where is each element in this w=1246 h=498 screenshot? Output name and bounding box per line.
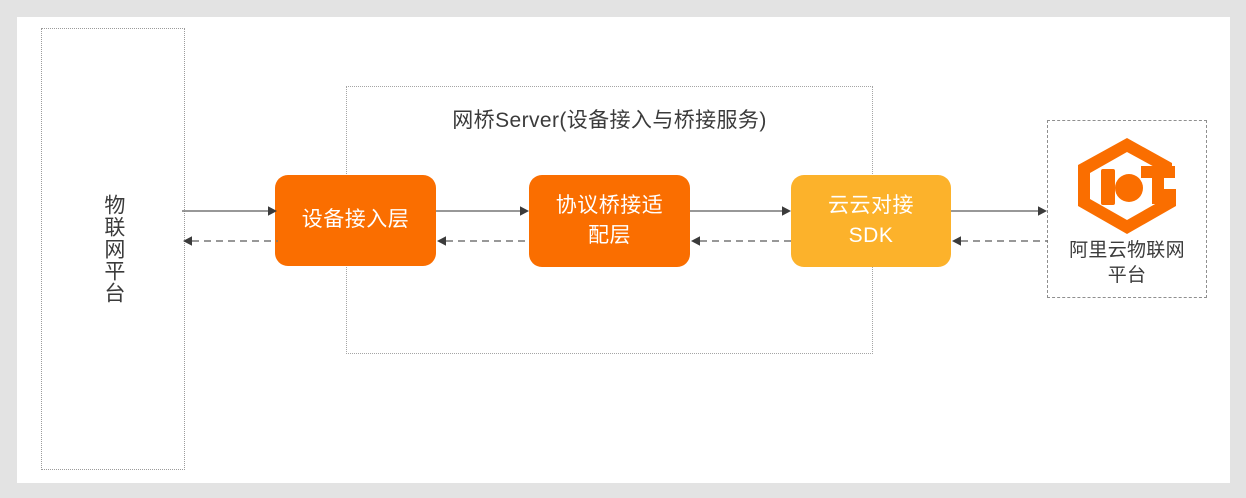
connector-left-to-stage1-forward [182, 204, 278, 218]
connector-stage3-to-right-forward [951, 204, 1048, 218]
right-alibaba-cloud-iot-label: 阿里云物联网 平台 [1069, 240, 1185, 286]
connector-stage3-to-right-reverse [951, 234, 1048, 248]
left-iot-platform-box: 物联网平台 [41, 28, 185, 470]
connector-stage1-to-stage2-reverse [436, 234, 530, 248]
stage-device-access-layer-label: 设备接入层 [301, 208, 410, 232]
stage-cloud-to-cloud-sdk-label: 云云对接 SDK [828, 193, 914, 247]
left-iot-platform-label: 物联网平台 [101, 194, 125, 304]
stage-device-access-layer[interactable]: 设备接入层 [275, 175, 436, 266]
alibaba-cloud-iot-logo-icon [1078, 138, 1176, 234]
connector-stage1-to-stage2-forward [436, 204, 530, 218]
bridge-server-title: 网桥Server(设备接入与桥接服务) [452, 109, 767, 132]
stage-protocol-bridge-adapter-layer[interactable]: 协议桥接适 配层 [529, 175, 690, 267]
connector-left-to-stage1-reverse [182, 234, 278, 248]
connector-stage2-to-stage3-reverse [690, 234, 792, 248]
connector-stage2-to-stage3-forward [690, 204, 792, 218]
right-alibaba-cloud-iot-box: 阿里云物联网 平台 [1047, 120, 1207, 298]
stage-cloud-to-cloud-sdk[interactable]: 云云对接 SDK [791, 175, 951, 267]
stage-protocol-bridge-adapter-layer-label: 协议桥接适 配层 [555, 193, 664, 247]
